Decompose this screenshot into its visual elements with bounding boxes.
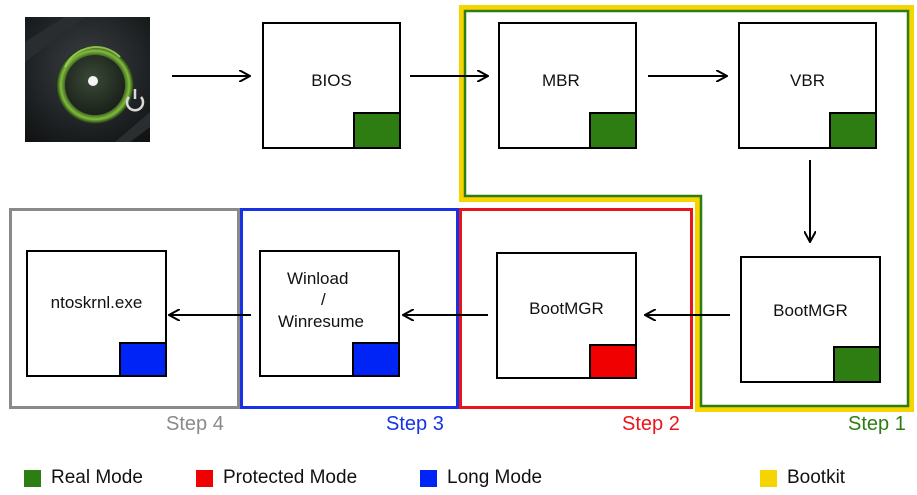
legend-bootkit-label: Bootkit — [787, 467, 846, 488]
step3-region — [240, 208, 459, 409]
step2-region — [459, 208, 693, 409]
step2-label: Step 2 — [622, 413, 680, 435]
mbr-node: MBR — [498, 22, 637, 149]
real-mode-swatch — [833, 346, 881, 383]
bootkit-region — [459, 5, 914, 412]
bootmgr-real-label: BootMGR — [773, 301, 848, 320]
bootmgr-protected-label: BootMGR — [529, 299, 604, 318]
legend-protected-mode-label: Protected Mode — [223, 467, 358, 488]
bios-node: BIOS — [262, 22, 401, 149]
legend-long-mode: Long Mode — [420, 467, 542, 489]
protected-mode-swatch — [589, 344, 637, 379]
legend-protected-mode-swatch — [196, 469, 213, 487]
power-button-icon — [25, 17, 150, 142]
step3-label: Step 3 — [386, 413, 444, 435]
ntoskrnl-node: ntoskrnl.exe — [26, 250, 167, 377]
real-mode-swatch — [353, 112, 401, 149]
ntoskrnl-label: ntoskrnl.exe — [50, 293, 143, 312]
winload-label-line1: Winload — [287, 269, 349, 288]
bootmgr-real-node: BootMGR — [740, 256, 881, 383]
step1-region — [463, 9, 910, 408]
bootmgr-protected-node: BootMGR — [496, 252, 637, 379]
real-mode-swatch — [829, 112, 877, 149]
legend-long-mode-label: Long Mode — [447, 467, 543, 488]
legend-real-mode: Real Mode — [24, 467, 143, 489]
legend-real-mode-label: Real Mode — [51, 467, 143, 488]
vbr-label: VBR — [790, 71, 825, 90]
step4-region — [9, 208, 240, 409]
vbr-node: VBR — [738, 22, 877, 149]
step4-label: Step 4 — [166, 413, 224, 435]
mbr-label: MBR — [542, 71, 580, 90]
legend-bootkit: Bootkit — [760, 467, 845, 489]
legend-long-mode-swatch — [420, 469, 437, 487]
legend-real-mode-swatch — [24, 469, 41, 487]
step1-label: Step 1 — [848, 413, 906, 435]
long-mode-swatch — [352, 342, 400, 377]
real-mode-swatch — [589, 112, 637, 149]
bios-label: BIOS — [311, 71, 352, 90]
legend-protected-mode: Protected Mode — [196, 467, 357, 489]
legend-bootkit-swatch — [760, 469, 777, 487]
long-mode-swatch — [119, 342, 167, 377]
winload-label-line2: / — [321, 290, 326, 309]
winload-node: Winload / Winresume — [259, 250, 400, 377]
winload-label-line3: Winresume — [278, 312, 364, 331]
